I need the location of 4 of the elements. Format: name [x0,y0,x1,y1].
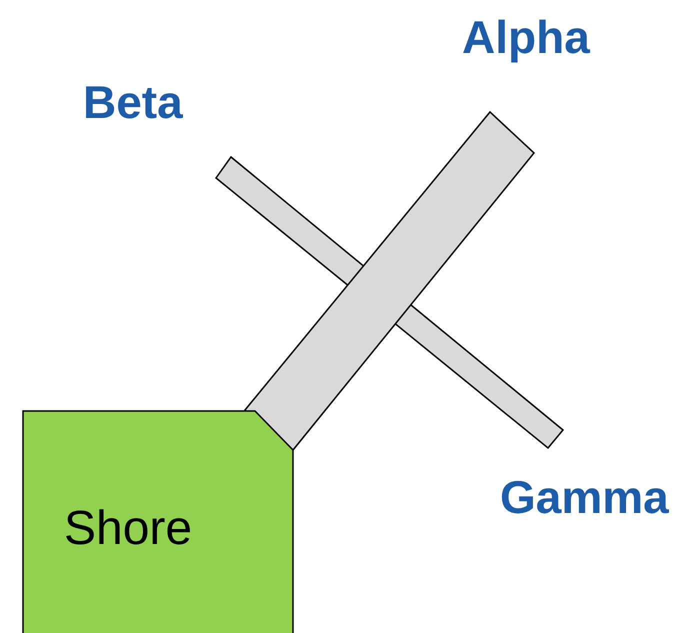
pier-name: Alpha [462,14,590,60]
area-label: Shore [64,505,192,553]
pier-name: Gamma [500,474,669,520]
pier-name: Beta [83,79,183,125]
